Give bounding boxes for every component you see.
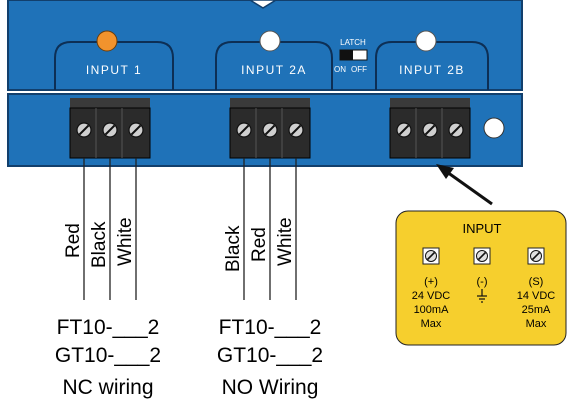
input-legend-box: INPUT (+) 24 VDC 100mA Max (-) (S) 14 VD…	[395, 210, 567, 346]
legend-line: 25mA	[522, 304, 551, 316]
wire-label: White	[275, 217, 296, 266]
terminal-screw	[262, 122, 278, 138]
model-number: GT10-___2	[55, 344, 161, 367]
terminal-screw	[288, 122, 304, 138]
input-2b-led	[415, 30, 437, 52]
mounting-hole	[483, 117, 505, 139]
wire-label: Black	[223, 225, 244, 272]
input-1-led	[96, 30, 118, 52]
input-2a-led	[259, 30, 281, 52]
legend-title: INPUT	[463, 221, 502, 236]
wire-label: White	[115, 217, 136, 266]
input-2b-tab: INPUT 2B	[375, 30, 489, 90]
model-number: GT10-___2	[217, 344, 323, 367]
input-2a-label: INPUT 2A	[241, 63, 307, 77]
terminal-screw	[422, 122, 438, 138]
legend-symbol-positive: (+)	[424, 276, 438, 288]
legend-line: Max	[526, 318, 547, 330]
nc-wiring-caption-group: FT10-___2 GT10-___2 NC wiring	[55, 316, 161, 399]
terminal-block-1	[69, 98, 151, 159]
terminal-screw	[128, 122, 144, 138]
terminal-screw	[236, 122, 252, 138]
terminal-block-2b	[389, 98, 471, 159]
wire-label: Red	[249, 227, 270, 262]
legend-line: Max	[421, 318, 442, 330]
pointer-arrow	[436, 164, 493, 206]
legend-symbol-negative: (-)	[477, 276, 488, 288]
model-number: FT10-___2	[219, 316, 322, 339]
legend-line: 14 VDC	[517, 290, 556, 302]
input-2b-label: INPUT 2B	[399, 63, 465, 77]
no-wires	[243, 158, 297, 300]
legend-terminal-screw	[527, 247, 545, 265]
nc-wiring-caption: NC wiring	[62, 376, 153, 399]
terminal-screw	[396, 122, 412, 138]
legend-terminal-screw	[473, 247, 491, 265]
input-1-tab: INPUT 1	[54, 30, 174, 90]
nc-wire-labels: Red Black White	[63, 217, 136, 268]
wire-label: Black	[89, 221, 110, 268]
legend-symbol-signal: (S)	[529, 276, 544, 288]
latch-switch-slider[interactable]	[340, 50, 353, 60]
legend-line: 24 VDC	[412, 290, 451, 302]
nc-wires	[83, 158, 137, 300]
terminal-block-2a	[229, 98, 311, 159]
ground-icon	[477, 289, 487, 303]
input-2a-tab: INPUT 2A	[215, 30, 333, 90]
latch-switch[interactable]: LATCH ON OFF	[334, 38, 368, 74]
switch-on-label: ON	[334, 65, 346, 74]
wire-label: Red	[63, 223, 84, 258]
legend-terminal-screw	[422, 247, 440, 265]
terminal-screw	[76, 122, 92, 138]
terminal-screw	[448, 122, 464, 138]
legend-line: 100mA	[414, 304, 450, 316]
terminal-screw	[102, 122, 118, 138]
switch-off-label: OFF	[351, 65, 367, 74]
no-wire-labels: Black Red White	[223, 217, 296, 272]
no-wiring-caption: NO Wiring	[222, 376, 319, 399]
input-1-label: INPUT 1	[86, 63, 142, 77]
latch-label: LATCH	[340, 38, 366, 47]
no-wiring-caption-group: FT10-___2 GT10-___2 NO Wiring	[217, 316, 323, 399]
model-number: FT10-___2	[57, 316, 160, 339]
